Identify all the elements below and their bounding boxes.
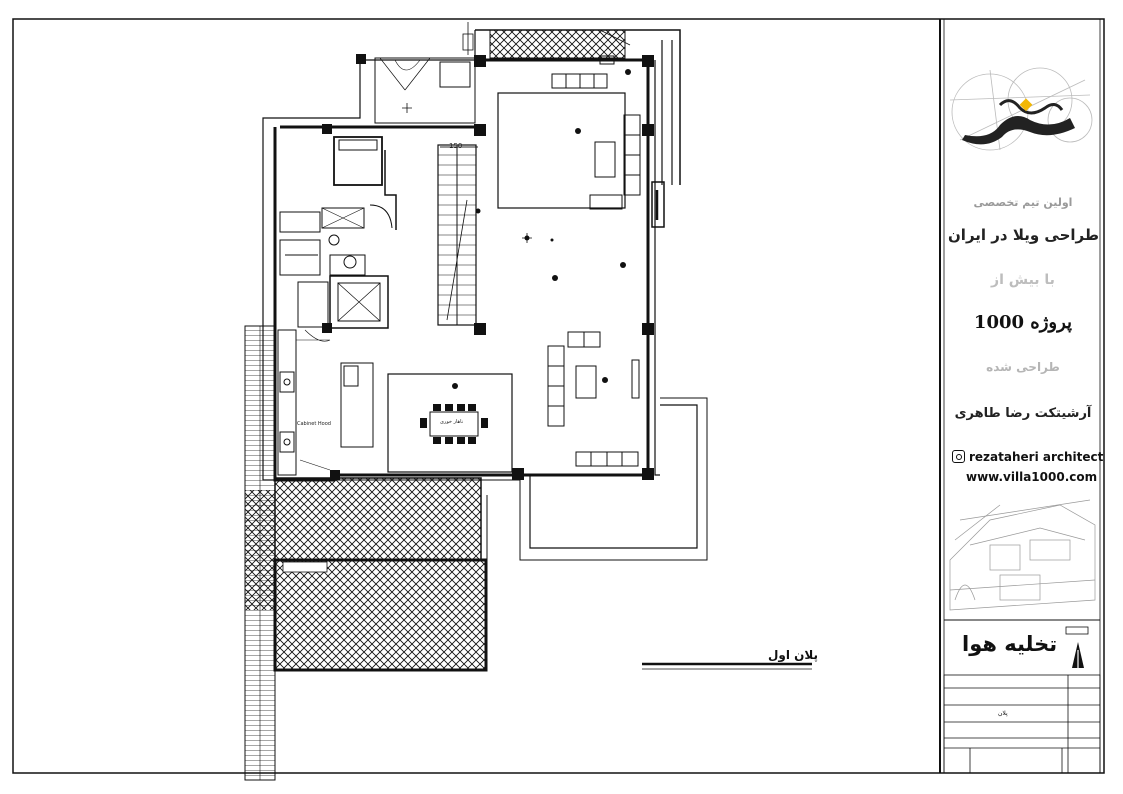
stair-dimension: 150 xyxy=(449,142,463,150)
bathroom xyxy=(279,211,366,276)
entrance-room xyxy=(374,57,476,124)
living-room-top xyxy=(497,55,665,228)
tagline-villa-design: طراحی ویلا در ایران xyxy=(948,226,1099,244)
sheet-type-value: پلان xyxy=(998,710,1008,717)
roof-hatch-top xyxy=(489,29,626,59)
ceiling-lights xyxy=(452,69,631,389)
dining-area xyxy=(340,362,513,473)
level-marker xyxy=(402,103,532,243)
columns xyxy=(322,54,654,480)
tagline-first-team: اولین تیم تخصصی xyxy=(973,196,1073,209)
dimension-marks xyxy=(440,22,478,148)
tagline-project-count: 1000 پروژه xyxy=(973,312,1073,333)
instagram-text: rezataheri architect xyxy=(969,450,1104,464)
plan-title: پلان اول xyxy=(768,648,819,662)
bedroom xyxy=(321,136,397,230)
staircase xyxy=(437,144,478,326)
plan-label-lines xyxy=(642,662,812,670)
kitchen xyxy=(277,281,331,476)
brand-name: تخلیه هوا xyxy=(962,632,1058,656)
elevator xyxy=(329,275,389,329)
instagram-handle: rezataheri architect xyxy=(952,450,1103,464)
kitchen-hood-label: Cabinet Hood xyxy=(297,421,331,427)
brand-icon xyxy=(1065,626,1089,668)
title-block-table xyxy=(943,674,1101,774)
website-link[interactable]: www.villa1000.com xyxy=(966,470,1098,484)
tagline-designed: طراحی شده xyxy=(986,360,1060,374)
dining-label: ناهار خوری xyxy=(440,419,464,425)
yard-hatch xyxy=(273,558,488,672)
living-room-bottom xyxy=(547,331,640,467)
architect-name: آرشیتکت رضا طاهری xyxy=(954,406,1092,421)
outer-border xyxy=(12,18,1105,774)
house-sketch xyxy=(949,499,1096,611)
instagram-icon xyxy=(952,450,965,463)
terrace-hatch-bottom xyxy=(274,477,482,561)
tagline-more-than: با بیش از xyxy=(991,272,1055,288)
